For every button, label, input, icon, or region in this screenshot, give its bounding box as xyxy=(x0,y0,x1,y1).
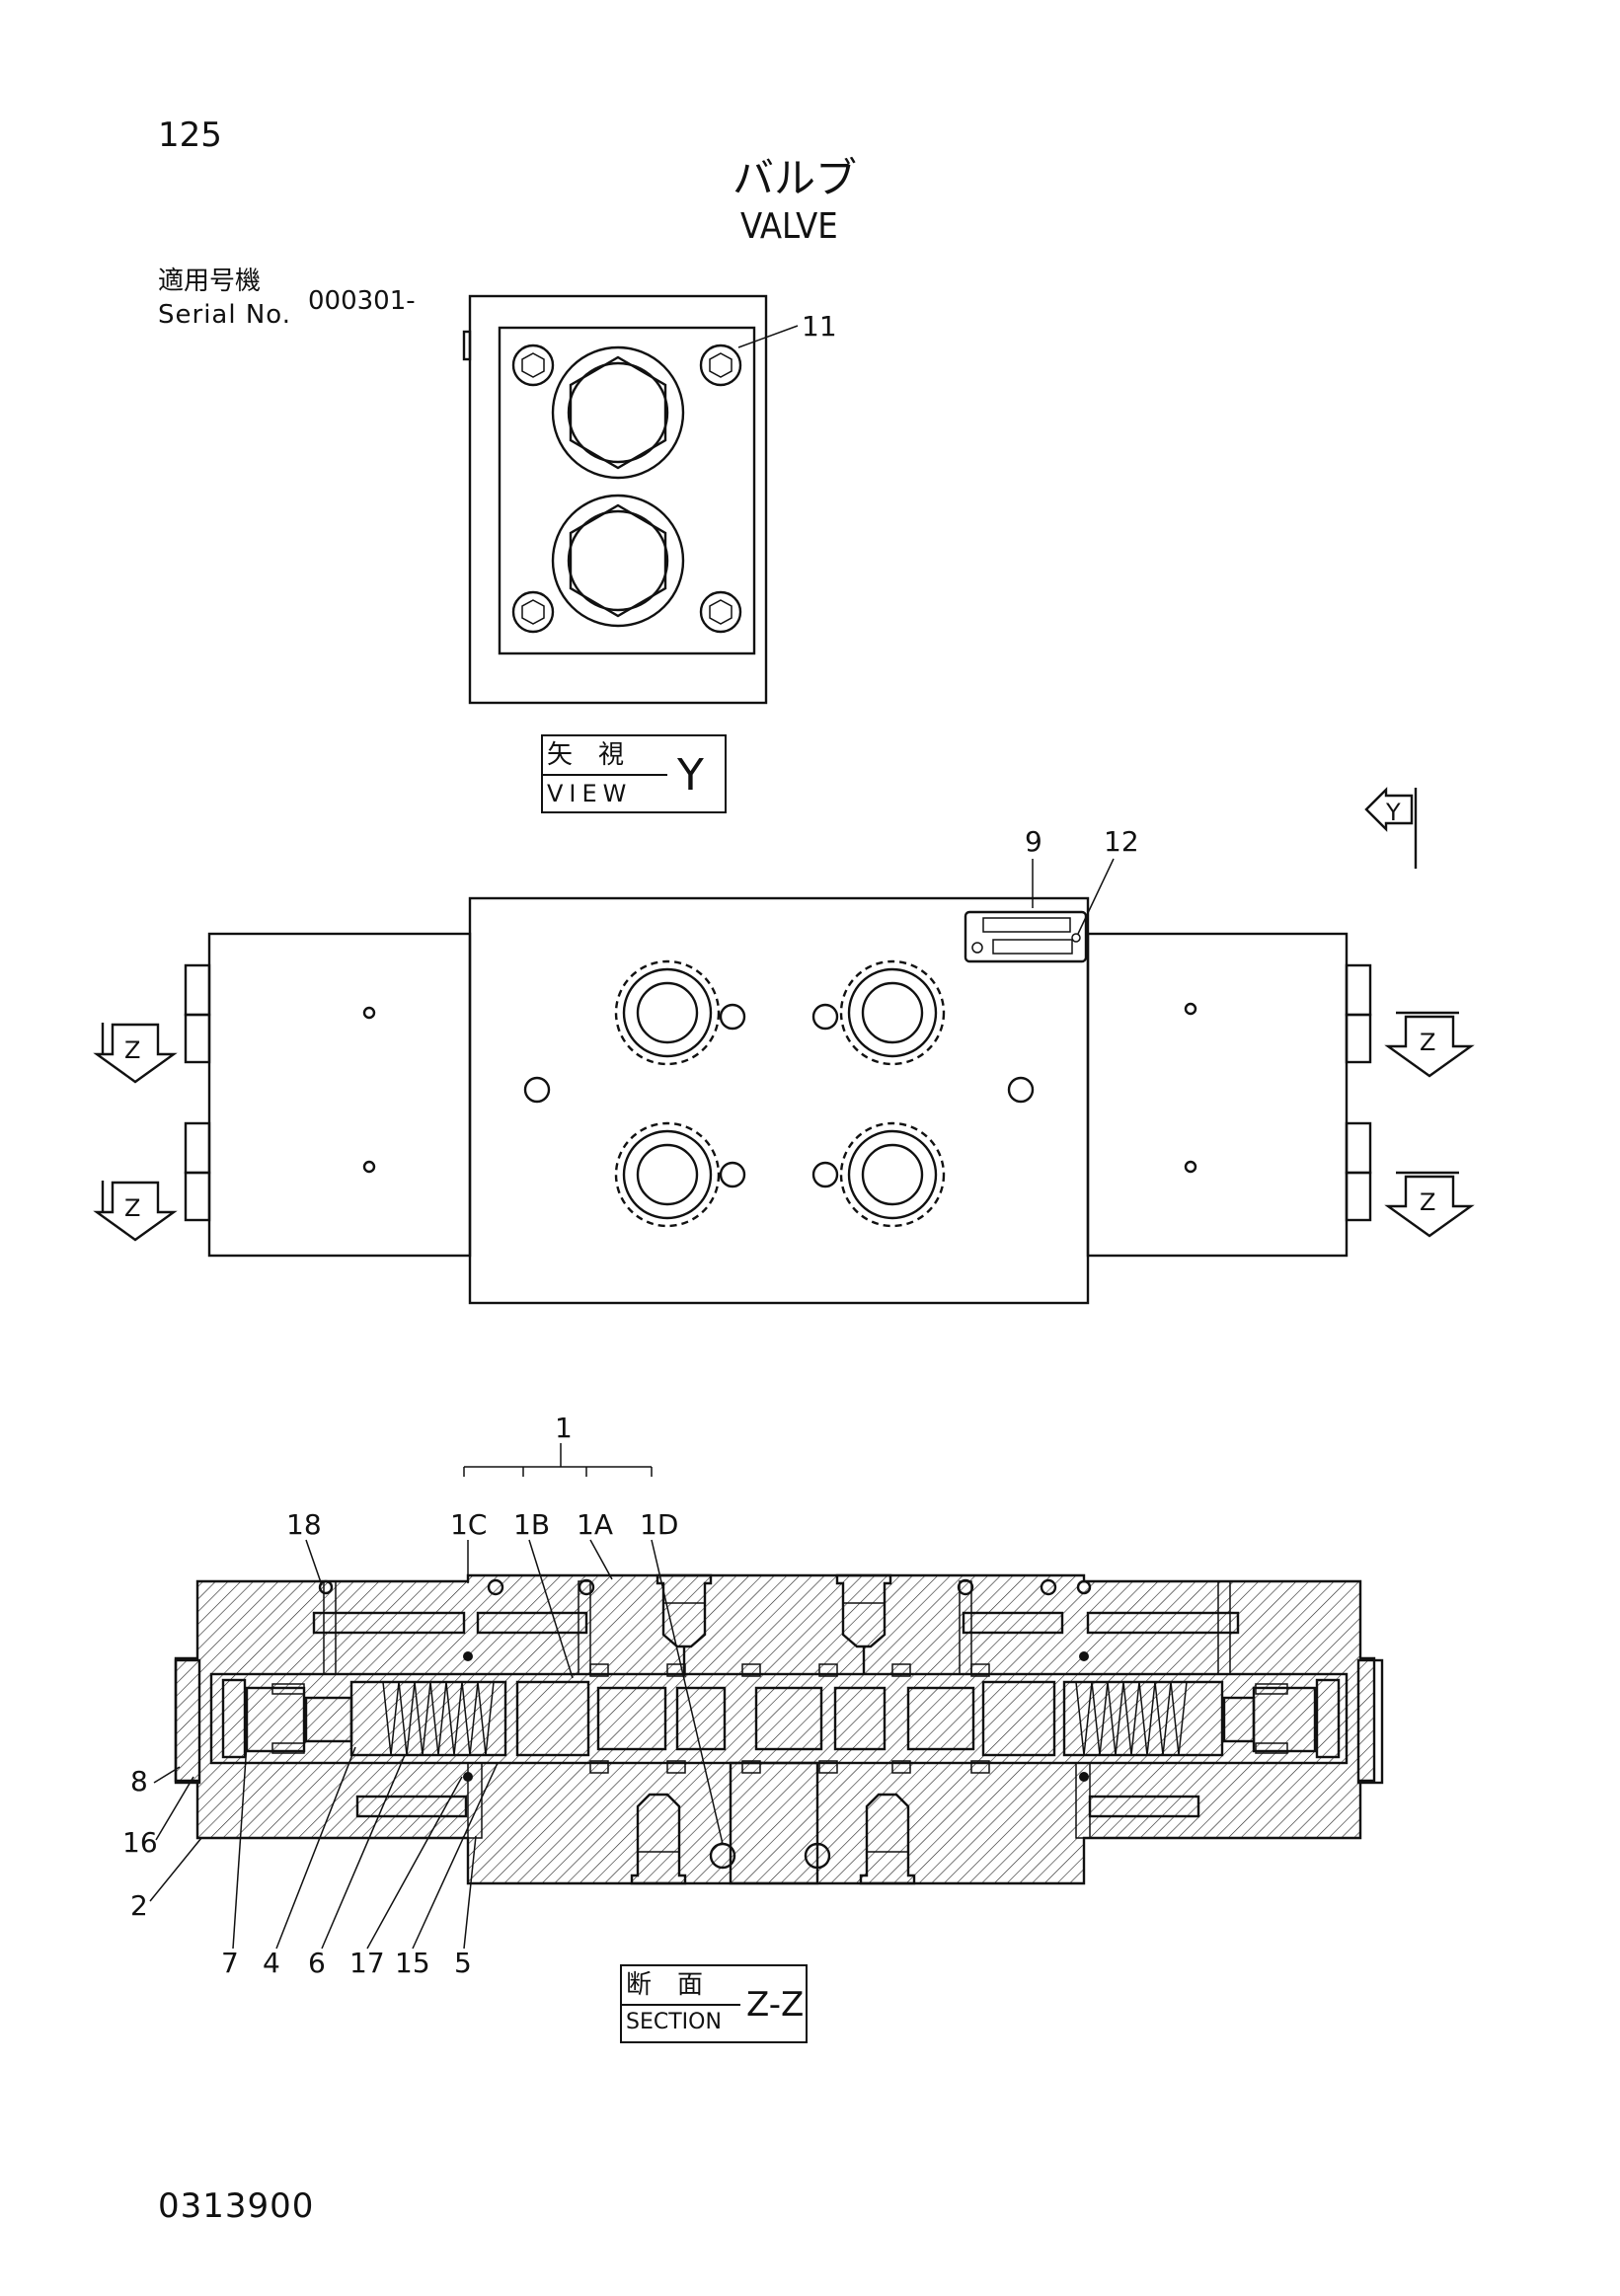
callout-15: 15 xyxy=(395,1947,430,1979)
front-nameplate xyxy=(964,910,1088,963)
view-y-drawing: 11 xyxy=(462,294,837,705)
front-view-drawing: 9 12 Z Z Z Z xyxy=(93,825,1475,1305)
view-caption-jp: 矢 視 xyxy=(547,740,625,770)
document-number: 0313900 xyxy=(158,2186,315,2226)
check-valve-bottom-left xyxy=(630,1793,687,1885)
front-port-bottom-left xyxy=(614,1121,721,1228)
leader-12 xyxy=(1077,858,1115,935)
callout-9: 9 xyxy=(1025,825,1042,858)
callout-8: 8 xyxy=(130,1765,148,1798)
right-spring xyxy=(1075,1681,1188,1756)
section-caption-jp: 断 面 xyxy=(626,1970,704,2000)
leader-1b xyxy=(528,1539,574,1679)
view-caption-letter: Y xyxy=(677,750,704,801)
leader-2 xyxy=(149,1837,202,1902)
front-port-top-right xyxy=(839,959,946,1066)
title-japanese: バルブ xyxy=(733,154,858,202)
section-body xyxy=(174,1573,1376,1885)
section-arrows-z: Z Z Z Z xyxy=(93,1011,1475,1242)
leader-8 xyxy=(153,1766,181,1784)
svg-text:Y: Y xyxy=(1385,799,1401,826)
view-caption-en: VIEW xyxy=(547,780,633,807)
left-spring xyxy=(382,1681,495,1756)
view-y-flange-plate xyxy=(498,326,756,655)
title-english: VALVE xyxy=(740,206,838,247)
svg-text:Z: Z xyxy=(124,1194,140,1222)
serial-label-japanese: 適用号機 xyxy=(158,267,262,296)
section-balls xyxy=(318,1578,1092,1870)
leader-6 xyxy=(321,1754,406,1950)
left-end-plug xyxy=(174,1658,353,1785)
front-right-end-block xyxy=(1086,932,1349,1258)
view-y-port-upper xyxy=(551,345,685,480)
leader-11 xyxy=(737,325,799,348)
z-arrow-left-upper: Z xyxy=(93,1023,178,1084)
z-arrow-right-lower: Z xyxy=(1384,1171,1475,1238)
callout-6: 6 xyxy=(308,1947,326,1979)
view-y-caption: 矢 視 VIEW Y xyxy=(541,734,727,813)
view-y-body xyxy=(468,294,768,705)
z-arrow-left-lower: Z xyxy=(93,1181,178,1242)
view-y-side-tab xyxy=(462,330,472,361)
callout-17: 17 xyxy=(349,1947,385,1979)
callout-12: 12 xyxy=(1104,825,1139,858)
leader-16 xyxy=(155,1776,194,1841)
serial-label-english: Serial No. xyxy=(158,300,291,330)
callout-5: 5 xyxy=(454,1947,472,1979)
view-arrow-y: Y xyxy=(1364,787,1418,869)
front-main-block xyxy=(468,896,1090,1305)
view-caption-divider xyxy=(543,774,667,776)
spool-collars xyxy=(589,1663,990,1774)
leader-18 xyxy=(305,1539,323,1586)
right-end-plug xyxy=(1222,1658,1384,1785)
check-valve-top-right xyxy=(835,1573,892,1674)
section-z-caption: 断 面 SECTION Z-Z xyxy=(620,1964,808,2043)
lower-passages xyxy=(355,1761,1200,1885)
section-caption-divider xyxy=(622,2004,740,2006)
leader-15 xyxy=(412,1762,499,1950)
view-y-bolt-heads xyxy=(511,344,742,634)
leader-4 xyxy=(275,1746,356,1950)
front-left-plugs xyxy=(184,963,211,1222)
check-valve-bottom-right xyxy=(859,1793,916,1885)
leader-1a xyxy=(589,1539,613,1580)
serial-number-value: 000301- xyxy=(308,286,416,316)
front-left-end-block xyxy=(207,932,472,1258)
callout-18: 18 xyxy=(286,1508,322,1541)
callout-11: 11 xyxy=(802,310,837,343)
callout-1d: 1D xyxy=(640,1508,678,1541)
svg-text:Z: Z xyxy=(124,1036,140,1064)
callout-1b: 1B xyxy=(513,1508,550,1541)
bracket-1 xyxy=(463,1443,653,1477)
z-arrow-right-upper: Z xyxy=(1384,1011,1475,1078)
callout-16: 16 xyxy=(122,1826,158,1859)
view-y-port-lower xyxy=(551,494,685,628)
page-number: 125 xyxy=(158,115,222,155)
front-right-plugs xyxy=(1345,963,1372,1222)
svg-text:Z: Z xyxy=(1420,1029,1435,1056)
callout-1c: 1C xyxy=(450,1508,487,1541)
front-port-top-left xyxy=(614,959,721,1066)
callout-1a: 1A xyxy=(577,1508,613,1541)
spool-lands xyxy=(349,1680,1224,1757)
leader-5 xyxy=(463,1835,477,1950)
callout-7: 7 xyxy=(221,1947,239,1979)
section-z-drawing: 1 18 1C 1B 1A 1D 8 16 2 7 4 6 17 15 5 xyxy=(122,1412,1384,1979)
callout-4: 4 xyxy=(263,1947,280,1979)
leader-17 xyxy=(366,1776,463,1950)
front-small-holes xyxy=(362,1002,1197,1188)
leader-7 xyxy=(232,1742,248,1950)
section-caption-letters: Z-Z xyxy=(746,1985,805,2025)
callout-1: 1 xyxy=(555,1412,573,1444)
section-caption-en: SECTION xyxy=(626,2010,722,2034)
front-port-bottom-right xyxy=(839,1121,946,1228)
callout-2: 2 xyxy=(130,1889,148,1922)
leader-1d xyxy=(651,1539,724,1845)
svg-text:Z: Z xyxy=(1420,1188,1435,1216)
